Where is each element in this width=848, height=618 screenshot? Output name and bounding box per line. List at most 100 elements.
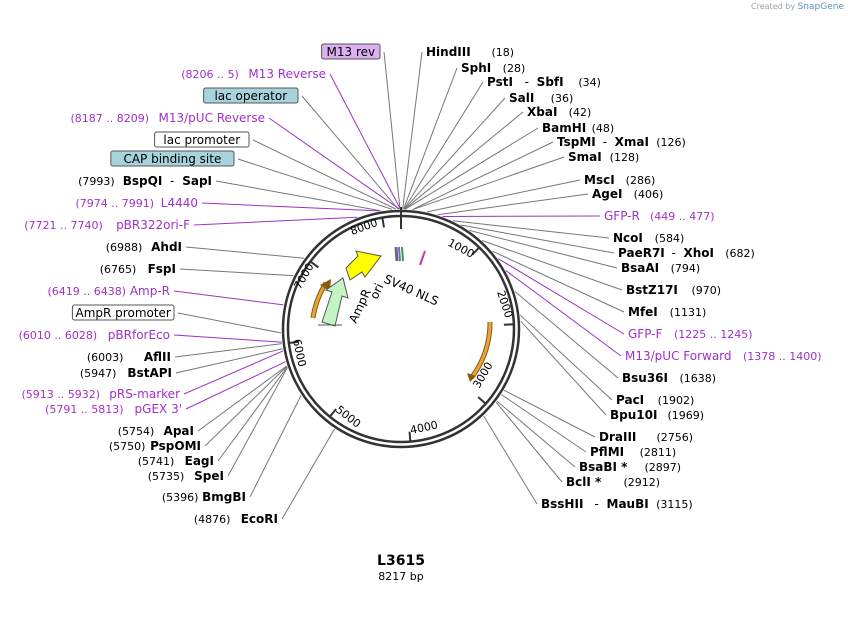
site-label-gfp-f: GFP-F	[628, 327, 663, 341]
tick-8000	[381, 217, 385, 228]
ampr-label: AmpR	[346, 287, 374, 325]
site-label-fspi: FspI	[148, 262, 176, 276]
feature-box-lac-promoter	[154, 131, 250, 148]
feature-box-ampr-promoter	[71, 304, 175, 321]
site-position: (449 .. 477)	[650, 210, 715, 223]
site-label-bcli: BclI *	[566, 475, 602, 489]
connector-xbai	[404, 111, 524, 210]
feature-label-ampr-promoter: AmpR promoter	[76, 306, 171, 320]
site-position: (2897)	[644, 461, 681, 474]
connector-ampr-promoter	[177, 312, 282, 334]
site-label-paer7i: PaeR7I	[618, 246, 665, 260]
connector-aflii	[174, 343, 282, 358]
site-label-paci: PacI	[616, 393, 644, 407]
site-position: (286)	[626, 174, 656, 187]
site-label-l4440: L4440	[161, 196, 198, 210]
site-position: (1225 .. 1245)	[674, 328, 753, 341]
tick-label-2000: 2000	[494, 289, 515, 320]
connector-bsaai	[469, 229, 618, 269]
site-label-xbai: XbaI	[527, 105, 557, 119]
connector-sali	[403, 97, 506, 210]
connector-paer7i	[460, 224, 615, 254]
connector-ahdi	[185, 246, 305, 259]
connector-amp-r	[173, 290, 284, 306]
site-label-bspqi: BspQI	[123, 174, 163, 188]
connector-bstz17i	[481, 240, 623, 291]
sv40-nls-label: SV40 NLS	[382, 272, 441, 308]
feature-label-m13-rev: M13 rev	[327, 45, 376, 59]
site-position: (6765)	[100, 263, 137, 276]
site-label-spei: SpeI	[194, 469, 224, 483]
connector-prs-marker	[183, 350, 284, 395]
ori-site-mark	[419, 250, 426, 266]
site-label-pbrforeco: pBRforEco	[108, 328, 170, 342]
site-position: (2756)	[657, 431, 694, 444]
connector-bcli	[495, 401, 563, 483]
site-label-pflmi: PflMI	[590, 445, 624, 459]
site-label-bamhi: BamHI	[542, 121, 586, 135]
site-label-pspomi: PspOMI	[150, 439, 201, 453]
site-label-bsu36i: Bsu36I	[622, 371, 668, 385]
connector-tspmi	[412, 141, 554, 211]
plasmid-length: 8217 bp	[378, 570, 423, 583]
site-label-psti: PstI	[487, 75, 513, 89]
connector-m13-rev	[383, 51, 401, 210]
feature-box-cap-binding-site	[110, 150, 235, 167]
connector-spei	[227, 367, 288, 477]
created-by-text: Created by	[751, 2, 796, 11]
site-position: (5913 .. 5932)	[21, 388, 100, 401]
connector-lac-promoter	[252, 139, 396, 210]
site-label-bstz17i: BstZ17I	[626, 283, 678, 297]
site-position: (584)	[655, 232, 685, 245]
connector-psti	[403, 81, 484, 210]
tick-5000	[329, 408, 337, 418]
site-position: (48)	[592, 122, 615, 135]
connector-apai	[197, 365, 288, 432]
site-separator: -	[525, 75, 529, 89]
connector-hindiii	[402, 51, 423, 210]
connector-cap-binding-site	[237, 158, 393, 210]
sv40-nls-mark-2	[398, 246, 401, 262]
site-label-ahdi: AhdI	[151, 240, 182, 254]
feature-label-lac-promoter: lac promoter	[163, 133, 240, 147]
site-label-agei: AgeI	[592, 187, 622, 201]
site-position: (5741)	[138, 455, 175, 468]
site-position: (128)	[610, 151, 640, 164]
sv40-nls-mark-3	[401, 246, 404, 262]
snapgene-logo-text: SnapGene	[797, 2, 844, 12]
site-position: (6010 .. 6028)	[19, 329, 98, 342]
site-position: (2912)	[624, 476, 661, 489]
ori-label: ori	[367, 281, 386, 301]
connector-l4440	[201, 202, 380, 212]
site-position: (1969)	[668, 409, 705, 422]
site-label-sbfi: SbfI	[537, 75, 564, 89]
site-position: (794)	[671, 262, 701, 275]
site-label-xhoi: XhoI	[684, 246, 715, 260]
sv40-nls-mark-1	[394, 246, 399, 262]
snapgene-branding: Created by SnapGene	[751, 2, 844, 12]
site-position: (7993)	[78, 175, 115, 188]
connector-ecori	[281, 428, 335, 520]
connector-fspi	[179, 268, 294, 277]
site-position: (5754)	[118, 425, 155, 438]
connector-bsu36i	[514, 291, 619, 379]
site-position: (126)	[656, 136, 686, 149]
tick-1000	[471, 246, 480, 256]
label-connector-lines	[173, 51, 625, 520]
site-label-prs-marker: pRS-marker	[109, 387, 180, 401]
site-label-bsshii: BssHII	[541, 497, 583, 511]
site-position: (34)	[578, 76, 601, 89]
site-position: (18)	[491, 46, 514, 59]
site-label-bpu10i: Bpu10I	[610, 408, 657, 422]
site-label-xmai: XmaI	[615, 135, 649, 149]
site-position: (2811)	[640, 446, 677, 459]
gfp-arrowhead	[467, 373, 476, 382]
right-site-labels: HindIII(18)SphI(28)PstI-SbfI(34)SalI(36)…	[426, 45, 822, 511]
feature-label-cap-binding-site: CAP binding site	[123, 152, 221, 166]
connector-sphi	[403, 67, 458, 210]
feature-box-lac-operator	[203, 87, 299, 104]
site-position: (6003)	[87, 351, 124, 364]
site-label-sali: SalI	[509, 91, 534, 105]
